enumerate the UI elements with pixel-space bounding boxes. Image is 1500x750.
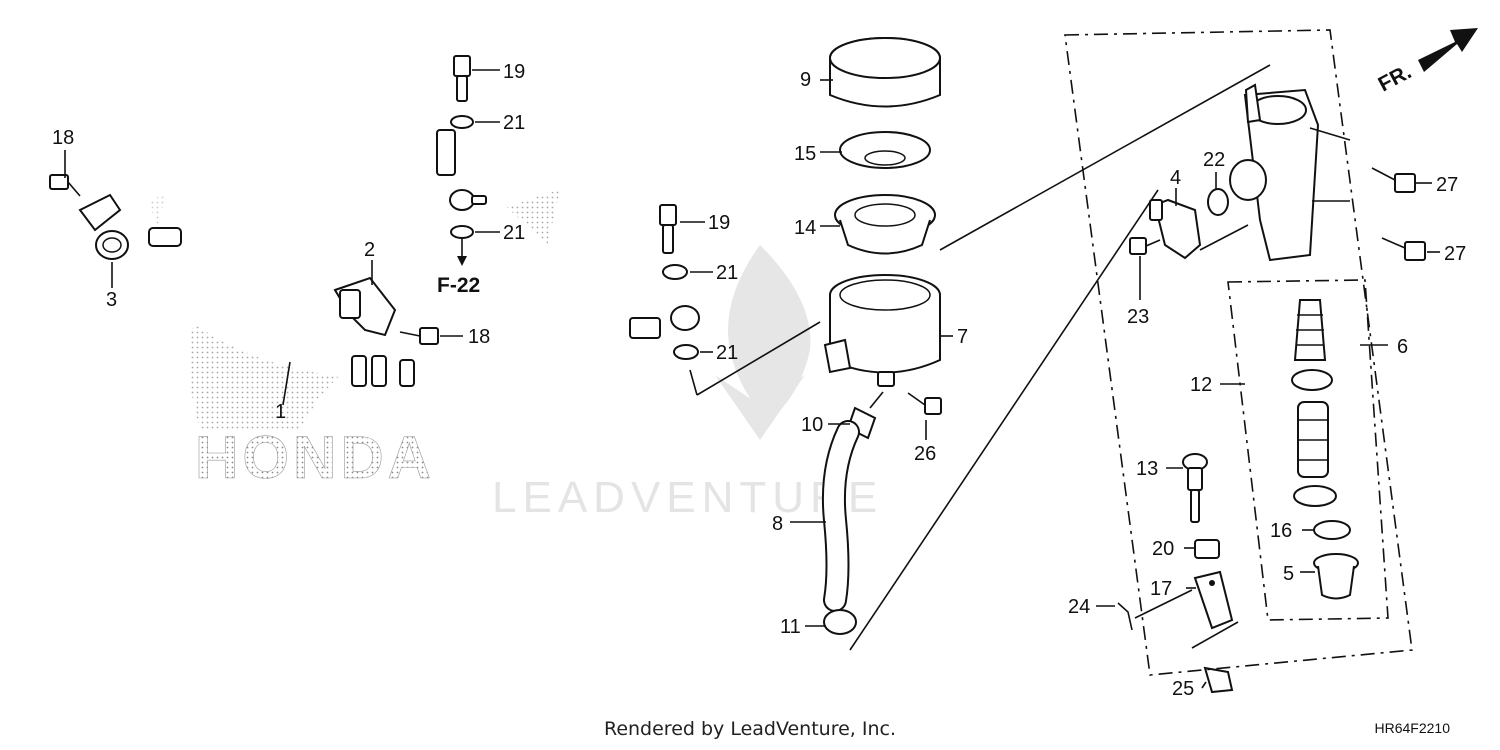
fluid-joint: [1149, 198, 1202, 260]
front-direction-arrow-icon: [1418, 28, 1478, 72]
callout-15[interactable]: 15: [794, 143, 816, 165]
circlip-16: [1313, 520, 1351, 540]
callout-numbers: 1 2 3 4 5 6 7 8 9 10 11 12 13 14 15 16 1…: [52, 61, 1466, 700]
push-rod-joint: [1193, 570, 1234, 630]
callout-19-upper[interactable]: 19: [503, 61, 525, 83]
callout-27-lower[interactable]: 27: [1444, 243, 1466, 265]
hose-clamp: [78, 193, 129, 260]
secondary-cup: [1293, 485, 1337, 507]
callout-27-upper[interactable]: 27: [1436, 174, 1458, 196]
callout-21-c[interactable]: 21: [716, 262, 738, 284]
bolt-27-upper: [1371, 167, 1416, 193]
bolt-18-upper: [49, 174, 81, 197]
o-ring-22: [1207, 188, 1229, 216]
diaphragm-plate: [839, 131, 931, 169]
piston: [1297, 401, 1329, 478]
callout-17[interactable]: 17: [1150, 578, 1172, 600]
callout-13[interactable]: 13: [1136, 458, 1158, 480]
brake-fluid-reservoir: [823, 274, 941, 387]
callout-9[interactable]: 9: [800, 69, 811, 91]
callout-10[interactable]: 10: [801, 414, 823, 436]
callout-8[interactable]: 8: [772, 513, 783, 535]
sealing-washer-2: [450, 225, 474, 239]
banjo-bolt-lower: [659, 204, 677, 254]
screw-23: [1129, 237, 1161, 255]
callout-11[interactable]: 11: [780, 616, 801, 638]
callout-22[interactable]: 22: [1203, 149, 1225, 171]
sealing-washer-1: [450, 115, 474, 129]
honda-watermark-text: HONDA: [195, 424, 435, 491]
callout-7[interactable]: 7: [957, 326, 968, 348]
callout-18-lower[interactable]: 18: [468, 326, 490, 348]
hose-clip-lower: [823, 609, 857, 635]
callout-1[interactable]: 1: [275, 401, 286, 423]
callout-25[interactable]: 25: [1172, 678, 1194, 700]
callout-21-a[interactable]: 21: [503, 112, 525, 134]
callout-20[interactable]: 20: [1152, 538, 1174, 560]
boot-5: [1313, 553, 1359, 600]
callout-12[interactable]: 12: [1190, 374, 1212, 396]
callout-16[interactable]: 16: [1270, 520, 1292, 542]
bolt-27-lower: [1381, 237, 1426, 261]
brake-hose: [148, 88, 661, 387]
callout-26[interactable]: 26: [914, 443, 936, 465]
callout-21-d[interactable]: 21: [716, 342, 738, 364]
hose-bracket: [333, 276, 397, 337]
leadventure-flame-watermark-icon: [715, 245, 811, 440]
callout-18-upper[interactable]: 18: [52, 127, 74, 149]
callout-2[interactable]: 2: [364, 239, 375, 261]
cotter-pin: [1117, 602, 1133, 631]
assembly-lines: [689, 64, 1271, 651]
callout-14[interactable]: 14: [794, 217, 816, 239]
sealing-washer-3: [662, 264, 688, 280]
lock-nut-20: [1194, 539, 1220, 559]
leader-lines: [64, 69, 1440, 689]
callout-3[interactable]: 3: [106, 289, 117, 311]
primary-cup: [1291, 369, 1333, 391]
callout-5[interactable]: 5: [1283, 563, 1294, 585]
leadventure-watermark-text: LEADVENTURE: [492, 473, 883, 522]
sealing-washer-4: [673, 344, 699, 360]
assembly-outline-12: [1227, 279, 1389, 621]
callout-19-lower[interactable]: 19: [708, 212, 730, 234]
callout-23[interactable]: 23: [1127, 306, 1149, 328]
banjo-fitting-lower: [670, 305, 700, 331]
banjo-fitting-upper: [449, 189, 487, 211]
callout-21-b[interactable]: 21: [503, 222, 525, 244]
callout-4[interactable]: 4: [1170, 167, 1181, 189]
reservoir-diaphragm: [834, 194, 936, 255]
front-direction-label: FR.: [1375, 60, 1416, 96]
callout-24[interactable]: 24: [1068, 596, 1090, 618]
screw-26: [907, 392, 942, 415]
bolt-18-lower: [399, 327, 439, 345]
assembly-outline-6: [1064, 29, 1413, 676]
push-rod: [1182, 453, 1208, 523]
diagram-code: HR64F2210: [1374, 720, 1451, 736]
callout-6[interactable]: 6: [1397, 336, 1408, 358]
joint-pin: [1203, 666, 1234, 694]
page-reference-label[interactable]: F-22: [437, 274, 480, 297]
rendered-by-footer: Rendered by LeadVenture, Inc.: [603, 718, 897, 740]
banjo-bolt-upper: [453, 55, 471, 102]
reservoir-hose: [821, 420, 860, 612]
piston-spring: [1293, 299, 1327, 361]
reservoir-cap: [829, 37, 941, 108]
master-cylinder-body: [1229, 83, 1320, 262]
